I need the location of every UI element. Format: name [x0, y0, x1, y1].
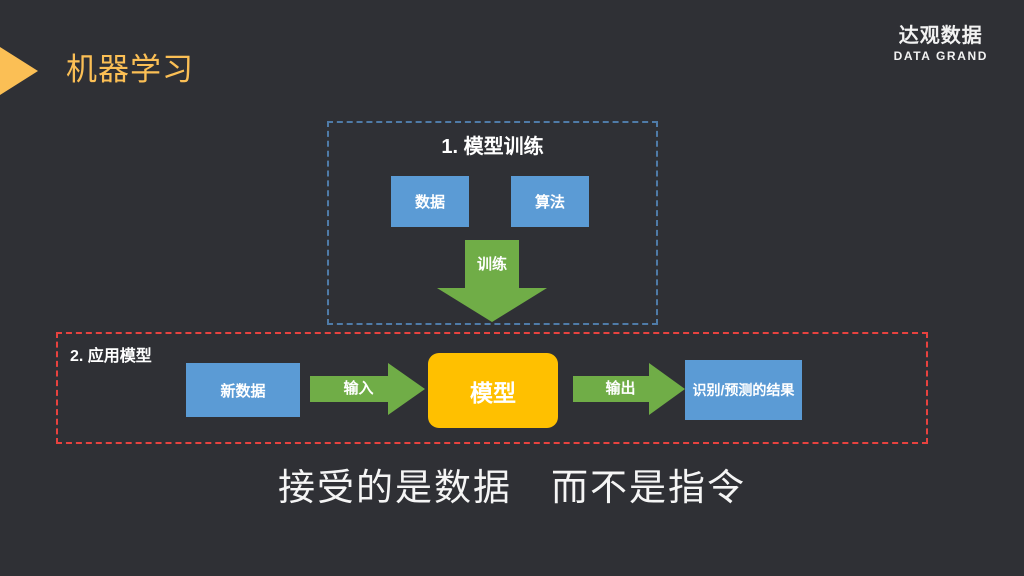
node-model: 模型 — [428, 353, 558, 428]
node-new-data-label: 新数据 — [220, 382, 266, 400]
triangle-right-icon — [0, 47, 38, 95]
node-result: 识别/预测的结果 — [685, 360, 802, 420]
arrow-train-label: 训练 — [476, 256, 507, 273]
node-data: 数据 — [391, 176, 469, 227]
node-data-label: 数据 — [414, 194, 445, 211]
arrow-right-output-icon — [573, 363, 685, 415]
section-application-box: 2. 应用模型 — [56, 332, 928, 444]
logo-text-en: DATA GRAND — [893, 49, 988, 63]
node-model-label: 模型 — [470, 379, 516, 406]
section-training-box: 1. 模型训练 — [327, 121, 658, 325]
node-algorithm: 算法 — [511, 176, 589, 227]
node-new-data: 新数据 — [186, 363, 300, 417]
arrow-down-train-icon — [437, 240, 547, 322]
brand-logo: 达观数据 DATA GRAND — [894, 24, 988, 64]
arrow-right-input-icon — [310, 363, 425, 415]
page-title: 机器学习 — [66, 52, 194, 87]
arrow-input-label: 输入 — [343, 380, 374, 397]
node-result-label: 识别/预测的结果 — [692, 381, 795, 398]
arrow-output-label: 输出 — [605, 380, 636, 397]
node-algorithm-label: 算法 — [534, 194, 565, 211]
section-training-label: 1. 模型训练 — [441, 136, 544, 158]
logo-text-cn: 达观数据 — [898, 25, 983, 47]
section-application-label: 2. 应用模型 — [70, 348, 152, 365]
footer-statement: 接受的是数据 而不是指令 — [278, 467, 746, 508]
